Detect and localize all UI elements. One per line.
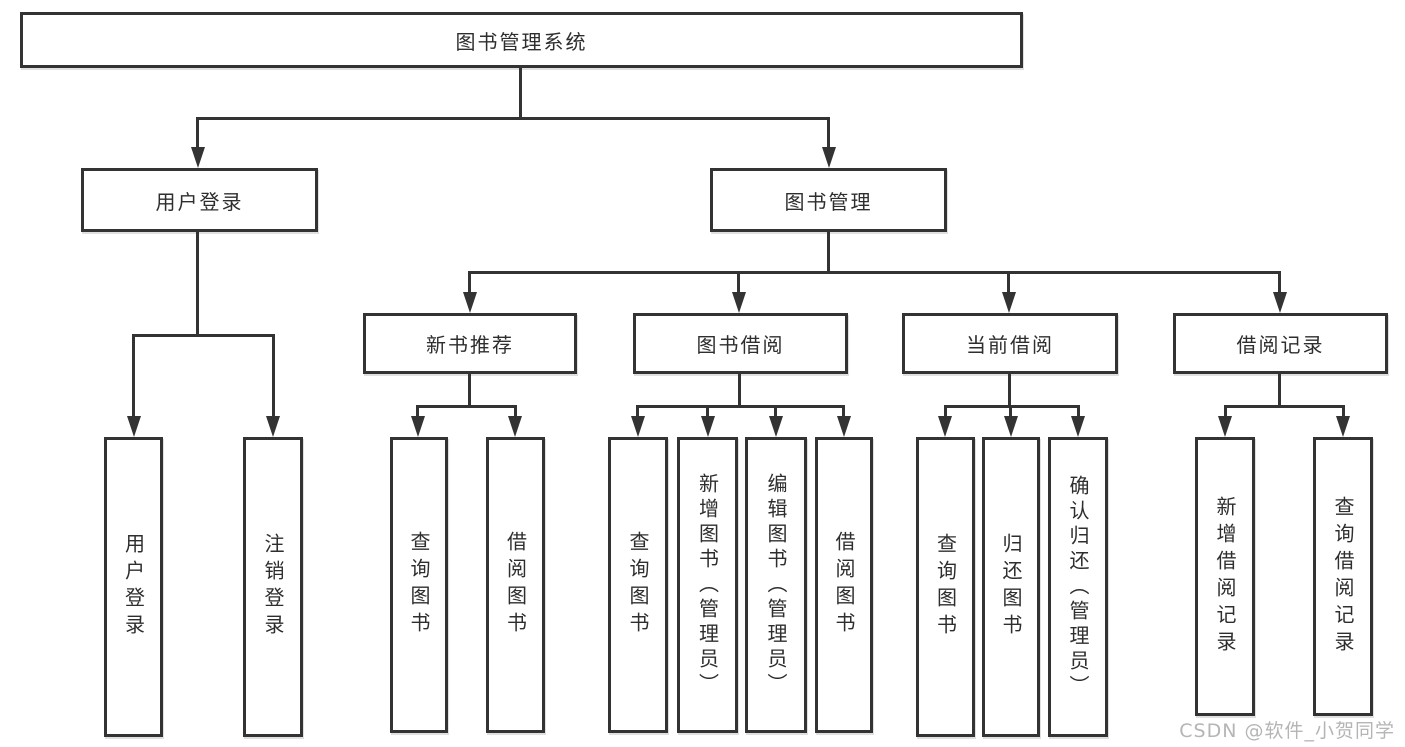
leaf-query-borrow-record: 查询借阅记录 [1313, 437, 1373, 716]
arrow-down-icon [1218, 416, 1232, 437]
connector-line [132, 334, 135, 417]
connector-line [737, 271, 740, 293]
arrow-down-icon [732, 292, 746, 313]
connector-line [944, 405, 1080, 408]
connector-line [636, 405, 845, 408]
arrow-down-icon [938, 416, 952, 437]
connector-line [272, 334, 275, 417]
leaf-newrec-query-book: 查询图书 [390, 437, 448, 733]
connector-line [519, 66, 522, 119]
arrow-down-icon [1004, 416, 1018, 437]
connector-line [196, 117, 830, 120]
arrow-down-icon [411, 416, 425, 437]
node-borrow-record: 借阅记录 [1173, 313, 1388, 374]
arrow-down-icon [463, 292, 477, 313]
leaf-logout: 注销登录 [243, 437, 303, 737]
connector-line [1077, 405, 1080, 418]
arrow-down-icon [508, 416, 522, 437]
arrow-down-icon [769, 416, 783, 437]
connector-line [1007, 271, 1010, 293]
leaf-add-borrow-record: 新增借阅记录 [1195, 437, 1255, 716]
connector-line [1224, 405, 1345, 408]
connector-line [196, 117, 199, 149]
leaf-user-login: 用户登录 [104, 437, 163, 737]
connector-line [468, 271, 1281, 274]
arrow-down-icon [1336, 416, 1350, 437]
node-book-management: 图书管理 [710, 168, 947, 232]
leaf-borrow-borrow-book: 借阅图书 [815, 437, 873, 733]
connector-line [1278, 271, 1281, 293]
leaf-confirm-return-admin: 确认归还（管理员） [1048, 437, 1108, 737]
arrow-down-icon [822, 147, 836, 168]
arrow-down-icon [631, 416, 645, 437]
arrow-down-icon [191, 147, 205, 168]
node-book-borrow: 图书借阅 [633, 313, 848, 374]
connector-line [1009, 405, 1012, 418]
csdn-watermark: CSDN @软件_小贺同学 [1179, 720, 1395, 742]
leaf-edit-book-admin: 编辑图书（管理员） [745, 437, 807, 733]
arrow-down-icon [701, 416, 715, 437]
leaf-return-book: 归还图书 [982, 437, 1040, 737]
connector-line [636, 405, 639, 418]
node-root: 图书管理系统 [20, 12, 1023, 68]
arrow-down-icon [127, 416, 141, 437]
node-user-login: 用户登录 [81, 168, 318, 232]
arrow-down-icon [1002, 292, 1016, 313]
leaf-borrow-query-book: 查询图书 [608, 437, 668, 733]
connector-line [132, 334, 275, 337]
connector-line [1008, 374, 1011, 407]
node-new-book-recommend: 新书推荐 [363, 313, 577, 374]
connector-line [468, 271, 471, 293]
connector-line [827, 232, 830, 274]
leaf-current-query-book: 查询图书 [916, 437, 975, 737]
connector-line [1224, 405, 1227, 418]
node-current-borrow: 当前借阅 [902, 313, 1118, 374]
connector-line [1278, 374, 1281, 407]
arrow-down-icon [266, 416, 280, 437]
connector-line [706, 405, 709, 418]
leaf-newrec-borrow-book: 借阅图书 [486, 437, 545, 733]
connector-line [514, 405, 517, 418]
leaf-add-book-admin: 新增图书（管理员） [677, 437, 738, 733]
connector-line [1342, 405, 1345, 418]
connector-line [416, 405, 517, 408]
arrow-down-icon [1071, 416, 1085, 437]
connector-line [944, 405, 947, 418]
connector-line [774, 405, 777, 418]
connector-line [196, 232, 199, 337]
connector-line [416, 405, 419, 418]
connector-line [842, 405, 845, 418]
connector-line [738, 374, 741, 407]
arrow-down-icon [1273, 292, 1287, 313]
arrow-down-icon [837, 416, 851, 437]
connector-line [468, 374, 471, 407]
connector-line [827, 117, 830, 149]
